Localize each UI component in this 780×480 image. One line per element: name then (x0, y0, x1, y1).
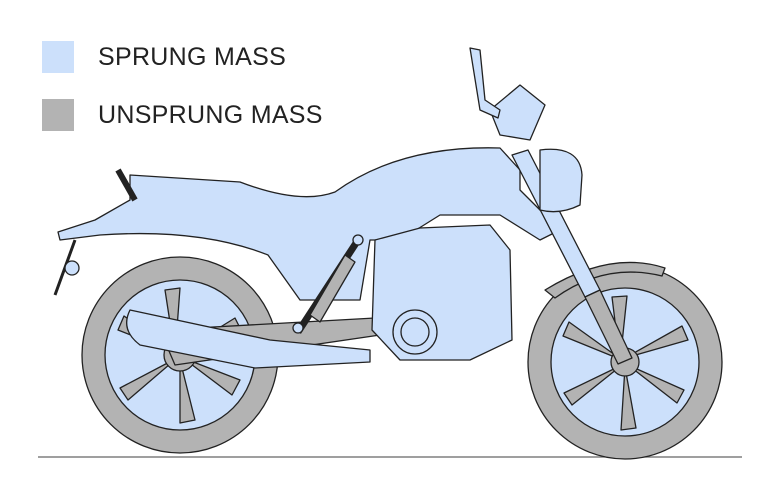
mirror-handlebar (469, 47, 501, 119)
legend-item-sprung: SPRUNG MASS (42, 41, 286, 73)
sprung-swatch (42, 41, 74, 73)
legend-label-sprung: SPRUNG MASS (98, 42, 287, 71)
tail-light (64, 260, 80, 276)
engine (371, 224, 513, 361)
rear-shock (292, 234, 364, 334)
front-wheel (527, 261, 723, 460)
frame-body (57, 147, 561, 301)
front-fork (511, 149, 633, 365)
exhaust (126, 309, 371, 369)
headlight (539, 148, 583, 213)
legend-item-unsprung: UNSPRUNG MASS (42, 99, 323, 131)
legend-label-unsprung: UNSPRUNG MASS (98, 100, 323, 129)
instrument-cluster (489, 84, 546, 141)
grab-rail (115, 168, 138, 202)
unsprung-swatch (42, 99, 74, 131)
